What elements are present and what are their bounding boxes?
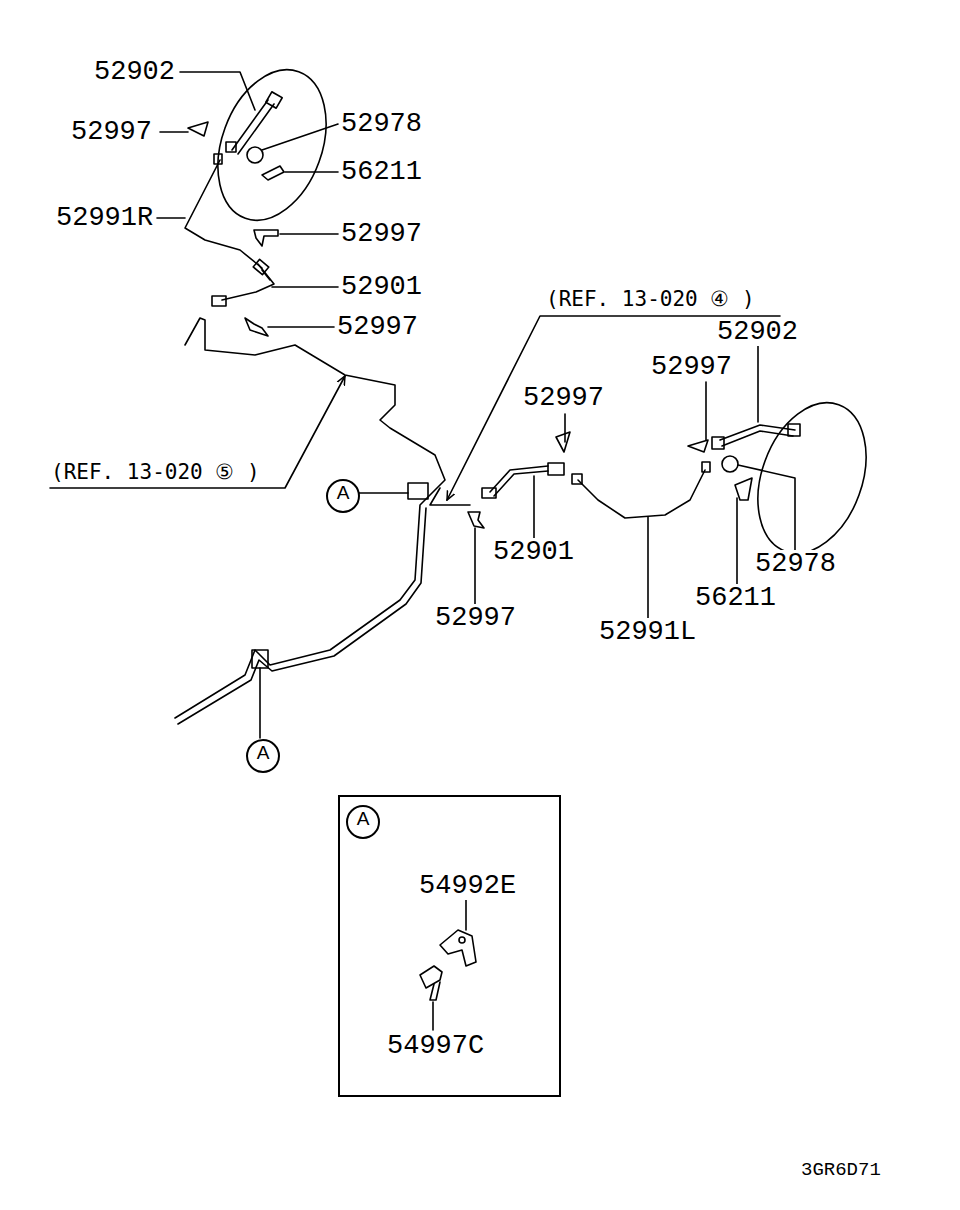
detail-letter: A (248, 741, 278, 765)
detail-inset-box: 54992E 54997C A (338, 795, 561, 1097)
part-number: 52901 (340, 273, 423, 301)
part-number: 52997 (522, 384, 605, 412)
reference-note: (REF. 13-020 ⑤ ) (50, 458, 261, 486)
part-number: 52997 (434, 604, 517, 632)
part-number: 52902 (93, 58, 176, 86)
detail-letter: A (348, 807, 378, 831)
reference-note: (REF. 13-020 ④ ) (545, 285, 756, 313)
drawing-code: 3GR6D71 (800, 1160, 882, 1180)
part-number: 52991L (598, 618, 697, 646)
part-number: 52997 (70, 118, 153, 146)
part-number: 52902 (716, 318, 799, 346)
part-number: 52997 (650, 353, 733, 381)
part-number: 52978 (340, 110, 423, 138)
part-number: 52997 (340, 220, 423, 248)
part-number: 52997 (336, 313, 419, 341)
part-number: 56211 (694, 584, 777, 612)
detail-callout-circle: A (246, 739, 280, 773)
part-number: 54997C (386, 1032, 485, 1060)
part-number: 54992E (418, 872, 517, 900)
detail-callout-circle: A (326, 479, 360, 513)
part-number: 56211 (340, 158, 423, 186)
part-number: 52991R (55, 204, 154, 232)
part-number: 52978 (754, 550, 837, 578)
detail-callout-circle: A (346, 805, 380, 839)
part-number: 52901 (492, 538, 575, 566)
detail-letter: A (328, 481, 358, 505)
